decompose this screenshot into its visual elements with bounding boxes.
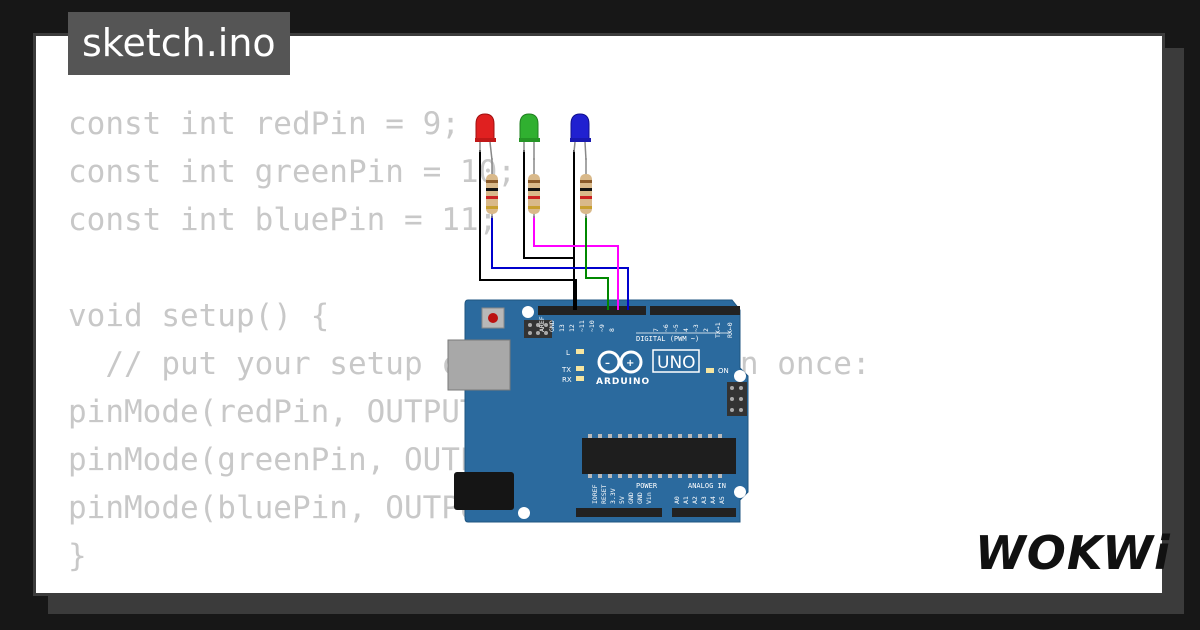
wire-blue-signal xyxy=(585,216,609,310)
pin-label: ~6 xyxy=(662,324,670,332)
svg-text:5V: 5V xyxy=(618,496,626,504)
led-l-label: L xyxy=(566,349,570,357)
pin-label: 13 xyxy=(558,324,566,332)
led-tx-label: TX xyxy=(561,366,571,374)
mount-hole xyxy=(734,370,746,382)
board-model: UNO xyxy=(657,353,696,373)
svg-text:A2: A2 xyxy=(691,496,699,504)
arduino-uno-board[interactable]: AREF GND 13 12 ~11 ~10 ~9 8 7 ~6 ~5 4 ~3… xyxy=(447,299,749,523)
icsp-header xyxy=(524,320,552,338)
mount-hole xyxy=(522,306,534,318)
leds xyxy=(475,113,591,161)
wire-green-cathode xyxy=(523,150,575,310)
digital-header xyxy=(538,306,646,315)
chip-pins xyxy=(588,434,722,478)
file-tab[interactable]: sketch.ino xyxy=(68,12,290,75)
wire-red-cathode xyxy=(479,150,577,310)
status-leds: L TX RX ON xyxy=(561,349,729,384)
analog-pin-labels: A0 A1 A2 A3 A4 A5 xyxy=(673,496,726,504)
wokwi-logo: WOKWi xyxy=(975,526,1171,580)
pin-label: AREF xyxy=(538,316,546,332)
power-pin-labels: IOREF RESET 3.3V 5V GND GND Vin xyxy=(591,484,653,504)
svg-text:+: + xyxy=(626,358,634,369)
code-line: const int bluePin = 11; xyxy=(68,202,498,238)
file-tab-label: sketch.ino xyxy=(82,21,276,65)
led-rx-label: RX xyxy=(562,376,572,384)
svg-text:A4: A4 xyxy=(709,496,717,504)
resistor-blue xyxy=(580,158,592,218)
digital-header-2 xyxy=(650,306,740,315)
led-red xyxy=(475,113,496,161)
code-line: const int redPin = 9; xyxy=(68,106,460,142)
code-line: void setup() { xyxy=(68,298,330,334)
svg-text:GND: GND xyxy=(636,492,644,504)
code-line: } xyxy=(68,538,87,574)
pin-label: 8 xyxy=(608,328,616,332)
resistors xyxy=(486,158,592,218)
analog-header-label: ANALOG IN xyxy=(688,482,726,490)
wires xyxy=(479,150,629,310)
reset-button-cap xyxy=(488,313,498,323)
board-brand: ARDUINO xyxy=(596,377,650,387)
pin-label: 2 xyxy=(702,328,710,332)
svg-text:–: – xyxy=(605,358,610,369)
pin-label: ~3 xyxy=(692,324,700,332)
icsp-header-right xyxy=(727,382,747,416)
pin-label: 12 xyxy=(568,324,576,332)
svg-text:IOREF: IOREF xyxy=(591,484,599,504)
usb-connector xyxy=(447,339,511,391)
resistor-red xyxy=(486,158,498,218)
circuit-diagram[interactable]: AREF GND 13 12 ~11 ~10 ~9 8 7 ~6 ~5 4 ~3… xyxy=(440,100,760,530)
analog-header xyxy=(672,508,736,517)
mount-hole xyxy=(518,507,530,519)
pin-label: TX→1 xyxy=(714,322,722,338)
microcontroller-chip xyxy=(582,438,736,474)
mount-hole xyxy=(734,486,746,498)
svg-text:A5: A5 xyxy=(718,496,726,504)
pin-label: GND xyxy=(548,320,556,332)
digital-header-label: DIGITAL (PWM ~) xyxy=(636,335,699,343)
pin-label: ~11 xyxy=(578,320,586,332)
pin-label: RX←0 xyxy=(726,322,734,338)
svg-text:A3: A3 xyxy=(700,496,708,504)
power-jack xyxy=(454,472,514,510)
pin-label: 4 xyxy=(682,328,690,332)
svg-text:3.3V: 3.3V xyxy=(609,488,617,504)
led-on-label: ON xyxy=(718,367,729,375)
pin-label: ~9 xyxy=(598,324,606,332)
svg-text:RESET: RESET xyxy=(600,484,608,504)
svg-text:Vin: Vin xyxy=(645,492,653,504)
wire-red-signal xyxy=(491,216,629,310)
led-green xyxy=(519,113,540,160)
pin-label: ~5 xyxy=(672,324,680,332)
led-blue xyxy=(570,113,591,161)
digital-pin-labels: AREF GND 13 12 ~11 ~10 ~9 8 7 ~6 ~5 4 ~3… xyxy=(538,316,734,338)
resistor-green xyxy=(528,158,540,218)
wire-green-signal xyxy=(533,216,619,310)
power-header-label: POWER xyxy=(636,482,658,490)
power-header xyxy=(576,508,662,517)
code-line: const int greenPin = 10; xyxy=(68,154,516,190)
pin-label: 7 xyxy=(652,328,660,332)
pin-label: ~10 xyxy=(588,320,596,332)
svg-text:A0: A0 xyxy=(673,496,681,504)
arduino-logo: – + UNO ARDUINO xyxy=(596,349,700,387)
svg-text:A1: A1 xyxy=(682,496,690,504)
svg-text:GND: GND xyxy=(627,492,635,504)
